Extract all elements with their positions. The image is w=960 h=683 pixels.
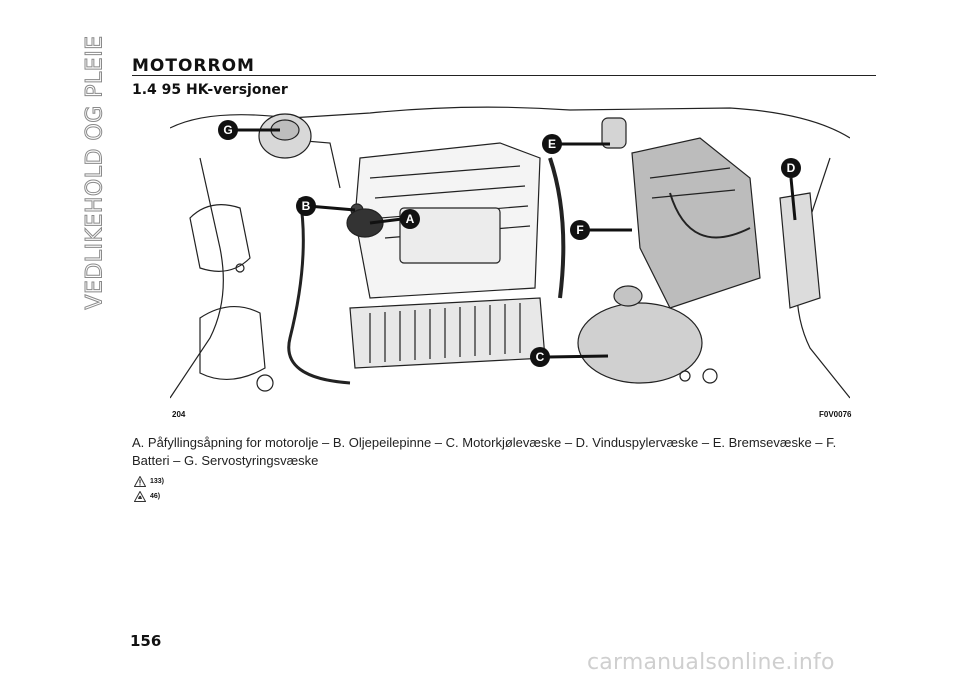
- callout-c: C: [536, 350, 545, 364]
- callout-e: E: [548, 137, 556, 151]
- figure-number: 204: [172, 410, 186, 419]
- reference-caution[interactable]: 46): [134, 491, 160, 502]
- caution-hand-icon: [134, 491, 146, 502]
- engine-bay-illustration: G E D B A F C: [169, 106, 851, 399]
- figure-caption: A. Påfyllingsåpning for motorolje – B. O…: [132, 435, 837, 468]
- callout-f: F: [576, 223, 583, 237]
- page-number: 156: [130, 632, 162, 650]
- reference-caution-text: 46): [150, 493, 161, 500]
- figure-code: F0V0076: [819, 410, 852, 419]
- figure-callout-labels: G E D B A F C: [218, 120, 801, 367]
- reference-warning-text: 133): [150, 478, 165, 485]
- callout-g: G: [223, 123, 232, 137]
- section-side-title: VEDLIKEHOLD OG PLEIE: [82, 34, 108, 310]
- engine-bay-figure: G E D B A F C: [169, 98, 851, 403]
- callout-a: A: [406, 212, 415, 226]
- site-watermark: carmanualsonline.info: [587, 650, 835, 675]
- heading-rule: [132, 75, 876, 76]
- callout-d: D: [787, 161, 796, 175]
- warning-triangle-icon: [134, 476, 146, 487]
- page-subheading: 1.4 95 HK-versjoner: [132, 82, 288, 98]
- callout-b: B: [302, 199, 311, 213]
- reference-warning[interactable]: 133): [134, 476, 164, 487]
- page-heading: MOTORROM: [132, 56, 255, 76]
